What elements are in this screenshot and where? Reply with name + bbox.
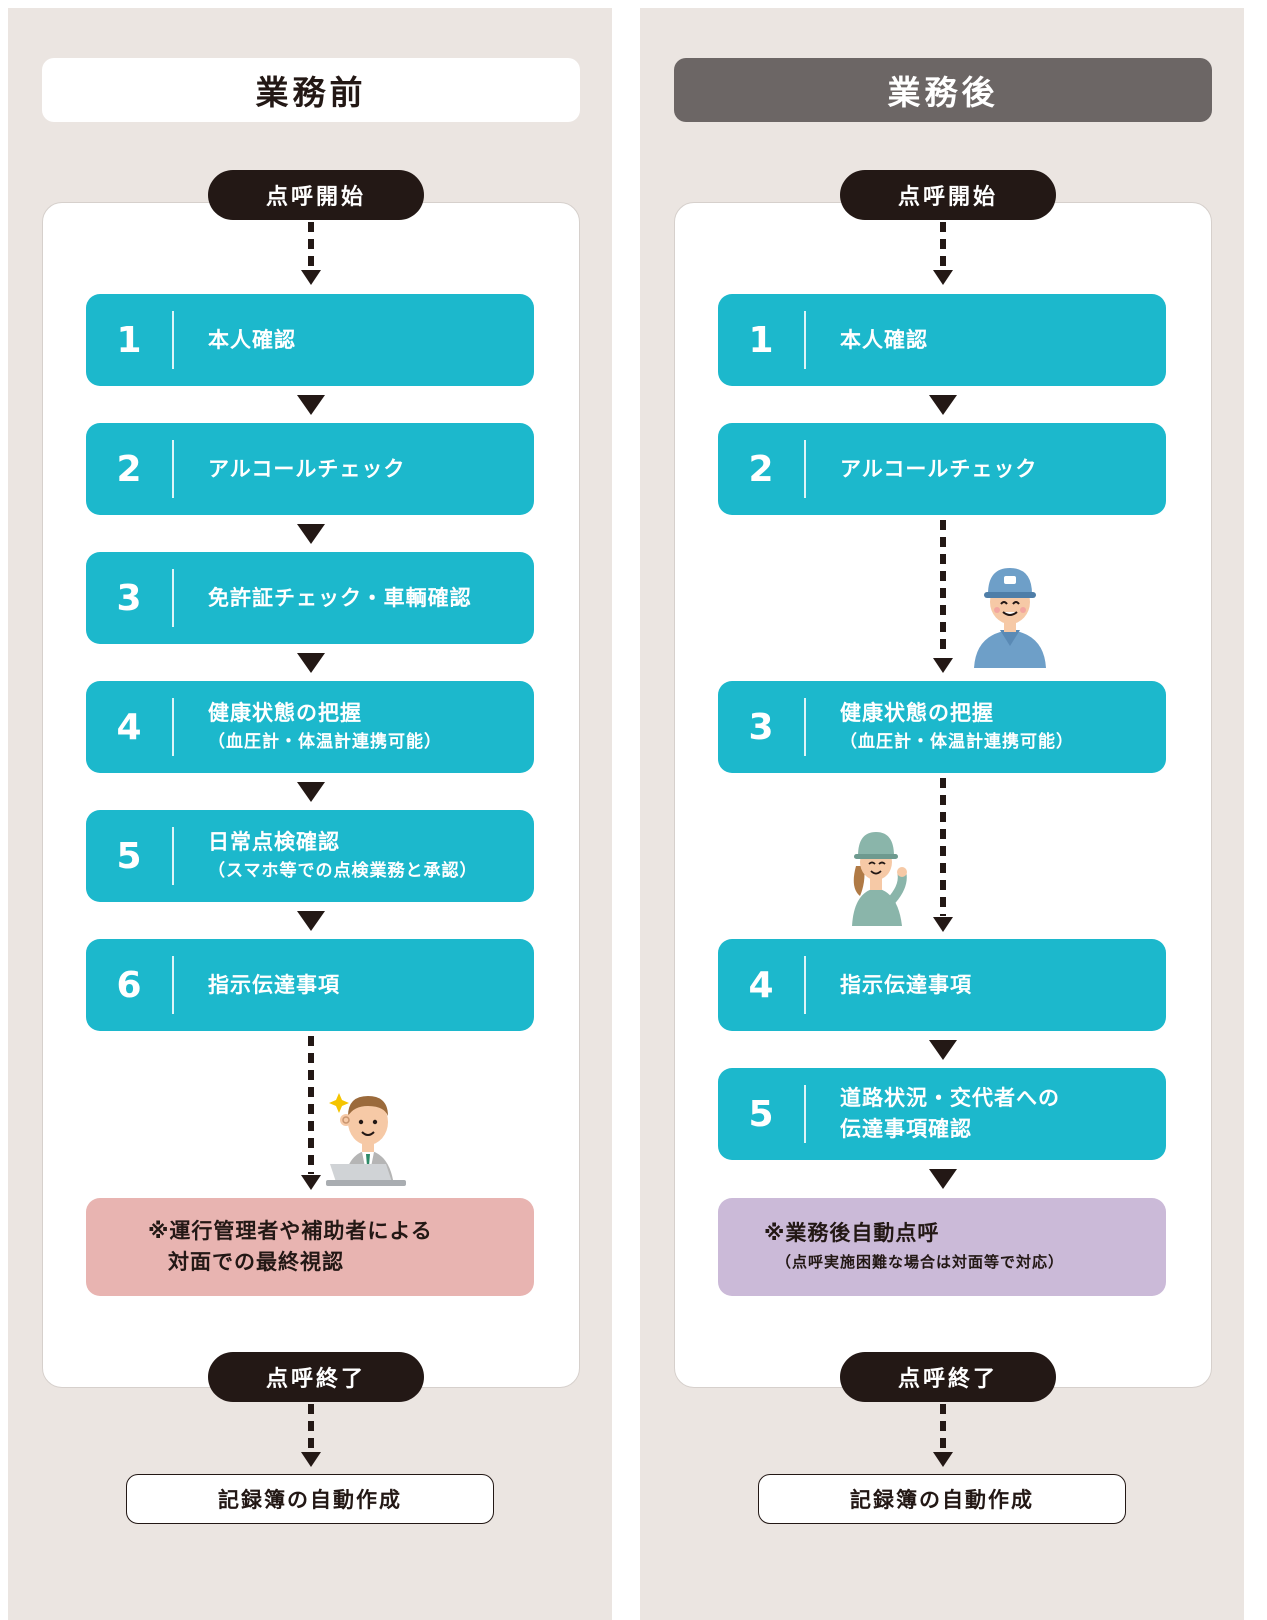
step-number: 2 <box>116 448 142 490</box>
arrow-down-icon <box>933 658 953 673</box>
after-step-5: 5 道路状況・交代者への 伝達事項確認 <box>718 1068 1166 1160</box>
arrow-down-icon <box>301 1175 321 1190</box>
dashed-connector <box>308 1404 314 1450</box>
roll-call-end: 点呼終了 <box>208 1352 424 1402</box>
step-number: 5 <box>116 835 142 877</box>
dashed-connector <box>940 222 946 266</box>
step-label: 健康状態の把握 <box>840 701 994 725</box>
male-worker-cap-icon <box>974 568 1046 668</box>
step-divider <box>804 956 806 1014</box>
manager-at-laptop-icon <box>326 1093 406 1186</box>
roll-call-start: 点呼開始 <box>208 170 424 220</box>
after-auto-rollcall-note: ※業務後自動点呼 （点呼実施困難な場合は対面等で対応） <box>718 1198 1166 1296</box>
step-number: 3 <box>116 577 142 619</box>
roll-call-start: 点呼開始 <box>840 170 1056 220</box>
note-line-2: （点呼実施困難な場合は対面等で対応） <box>776 1253 1065 1271</box>
step-label: 健康状態の把握 <box>208 701 362 725</box>
dashed-connector <box>308 1036 314 1174</box>
dashed-connector <box>940 1404 946 1450</box>
arrow-down-icon <box>297 395 325 415</box>
step-divider <box>804 440 806 498</box>
step-number: 4 <box>748 964 774 1006</box>
before-step-6: 6 指示伝達事項 <box>86 939 534 1031</box>
step-number: 6 <box>116 964 142 1006</box>
step-divider <box>172 440 174 498</box>
after-work-panel: 業務後 点呼開始 1 本人確認 2 アルコールチェック 3 健康状態の <box>640 8 1244 1620</box>
note-line-1: ※業務後自動点呼 <box>764 1221 940 1245</box>
step-number: 1 <box>748 319 774 361</box>
note-line-2: 対面での最終視認 <box>168 1250 344 1274</box>
before-step-1: 1 本人確認 <box>86 294 534 386</box>
arrow-down-icon <box>301 270 321 285</box>
after-step-1: 1 本人確認 <box>718 294 1166 386</box>
arrow-down-icon <box>933 270 953 285</box>
dashed-connector <box>940 778 946 916</box>
female-worker-cap-icon <box>852 832 907 926</box>
arrow-down-icon <box>929 1040 957 1060</box>
after-step-2: 2 アルコールチェック <box>718 423 1166 515</box>
arrow-down-icon <box>297 524 325 544</box>
step-sublabel: （スマホ等での点検業務と承認） <box>208 861 478 881</box>
arrow-down-icon <box>933 917 953 932</box>
arrow-down-icon <box>301 1452 321 1467</box>
before-step-2: 2 アルコールチェック <box>86 423 534 515</box>
after-step-3: 3 健康状態の把握 （血圧計・体温計連携可能） <box>718 681 1166 773</box>
step-number: 3 <box>748 706 774 748</box>
auto-record-box: 記録簿の自動作成 <box>758 1474 1126 1524</box>
step-label: 本人確認 <box>208 327 296 352</box>
step-divider <box>804 1085 806 1143</box>
arrow-down-icon <box>929 395 957 415</box>
step-divider <box>172 827 174 885</box>
step-divider <box>804 311 806 369</box>
step-number: 2 <box>748 448 774 490</box>
step-divider <box>172 311 174 369</box>
arrow-down-icon <box>929 1169 957 1189</box>
step-number: 4 <box>116 706 142 748</box>
step-sublabel: （血圧計・体温計連携可能） <box>208 732 442 752</box>
arrow-down-icon <box>297 782 325 802</box>
note-line-1: ※運行管理者や補助者による <box>148 1219 433 1243</box>
step-divider <box>804 698 806 756</box>
step-divider <box>172 698 174 756</box>
before-step-4: 4 健康状態の把握 （血圧計・体温計連携可能） <box>86 681 534 773</box>
step-divider <box>172 569 174 627</box>
step-number: 5 <box>748 1093 774 1135</box>
arrow-down-icon <box>297 653 325 673</box>
arrow-down-icon <box>297 911 325 931</box>
after-work-title: 業務後 <box>674 58 1212 122</box>
before-step-3: 3 免許証チェック・車輌確認 <box>86 552 534 644</box>
step-label: 本人確認 <box>840 327 928 352</box>
step-label: 免許証チェック・車輌確認 <box>208 585 472 610</box>
before-work-panel: 業務前 点呼開始 1 本人確認 2 アルコールチェック 3 免許証チェック・車輌… <box>8 8 612 1620</box>
step-label: 指示伝達事項 <box>840 972 972 997</box>
before-final-check-note: ※運行管理者や補助者による 対面での最終視認 <box>86 1198 534 1296</box>
step-label: 道路状況・交代者への <box>840 1086 1060 1110</box>
step-sublabel: （血圧計・体温計連携可能） <box>840 732 1074 752</box>
arrow-down-icon <box>933 1452 953 1467</box>
step-label: アルコールチェック <box>840 456 1038 481</box>
dashed-connector <box>940 520 946 656</box>
roll-call-end: 点呼終了 <box>840 1352 1056 1402</box>
auto-record-box: 記録簿の自動作成 <box>126 1474 494 1524</box>
before-step-5: 5 日常点検確認 （スマホ等での点検業務と承認） <box>86 810 534 902</box>
step-label: 日常点検確認 <box>208 830 340 854</box>
step-number: 1 <box>116 319 142 361</box>
step-divider <box>172 956 174 1014</box>
step-label-line-2: 伝達事項確認 <box>840 1117 972 1141</box>
dashed-connector <box>308 222 314 266</box>
after-step-4: 4 指示伝達事項 <box>718 939 1166 1031</box>
before-work-title: 業務前 <box>42 58 580 122</box>
step-label: 指示伝達事項 <box>208 972 340 997</box>
step-label: アルコールチェック <box>208 456 406 481</box>
